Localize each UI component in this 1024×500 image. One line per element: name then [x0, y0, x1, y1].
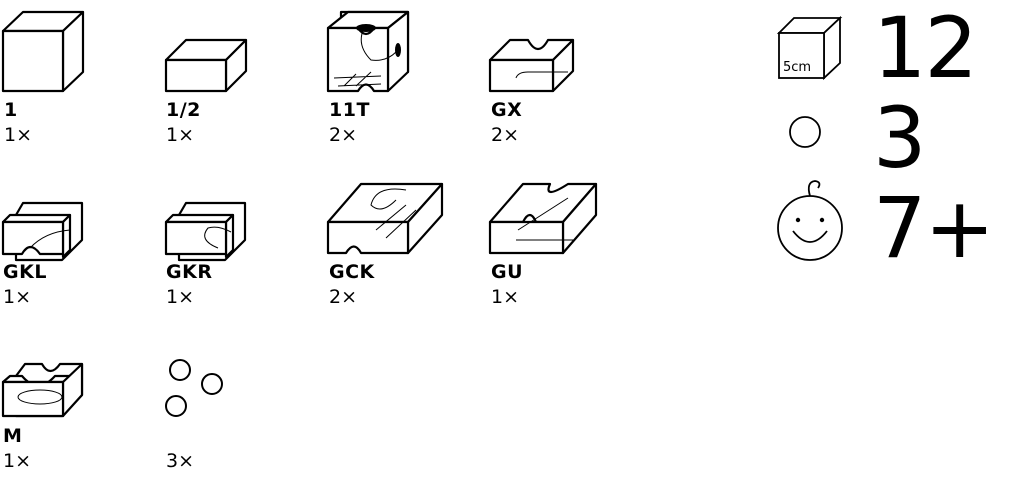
piece-quantity: 1× [3, 286, 32, 308]
piece-quantity: 2× [329, 124, 358, 146]
piece-quantity: 1× [491, 286, 520, 308]
piece-quantity: 1× [4, 124, 33, 146]
piece-code: GKR [166, 261, 213, 283]
marble-icon [789, 116, 821, 148]
piece-code: GX [491, 99, 523, 121]
half-block-icon [164, 38, 248, 93]
piece-quantity: 1× [166, 124, 195, 146]
block-count: 12 [873, 0, 978, 97]
piece-code: 11T [329, 99, 370, 121]
piece-code: M [3, 425, 23, 447]
marble-basin-block-icon [1, 362, 84, 418]
child-face-icon [777, 180, 843, 261]
piece-code: 1/2 [166, 99, 201, 121]
piece-m: M 1× [0, 340, 100, 480]
curve-left-block-icon [1, 201, 84, 262]
cube-block-icon [1, 10, 85, 93]
piece-1-2: 1/2 1× [160, 0, 260, 150]
piece-gck: GCK 2× [326, 170, 446, 310]
piece-gu: GU 1× [488, 170, 598, 310]
block-size-label: 5cm [783, 60, 812, 75]
piece-11t: 11T 2× [326, 0, 426, 150]
piece-quantity: 1× [166, 286, 195, 308]
summary-panel: 5cm 12 3 7+ [760, 0, 1024, 280]
block-size-cube-icon [776, 15, 843, 81]
groove-under-block-icon [488, 182, 598, 255]
piece-code: GKL [3, 261, 47, 283]
piece-code: GU [491, 261, 524, 283]
piece-gx: GX 2× [488, 0, 588, 150]
curve-tunnel-block-icon [326, 182, 444, 255]
piece-code: GCK [329, 261, 375, 283]
piece-1: 1 1× [0, 0, 90, 150]
piece-gkr: GKR 1× [163, 170, 263, 310]
piece-quantity: 1× [3, 450, 32, 472]
piece-quantity: 3× [166, 450, 195, 472]
age-recommendation: 7+ [873, 179, 995, 277]
marbles-icon [165, 359, 223, 417]
piece-gkl: GKL 1× [0, 170, 100, 310]
tunnel-block-11t-icon [326, 10, 410, 93]
crossing-groove-block-icon [488, 38, 575, 93]
piece-marbles: 3× [163, 340, 243, 480]
piece-code: 1 [4, 99, 18, 121]
piece-quantity: 2× [329, 286, 358, 308]
marble-count: 3 [873, 89, 926, 187]
curve-right-block-icon [164, 201, 247, 262]
piece-quantity: 2× [491, 124, 520, 146]
